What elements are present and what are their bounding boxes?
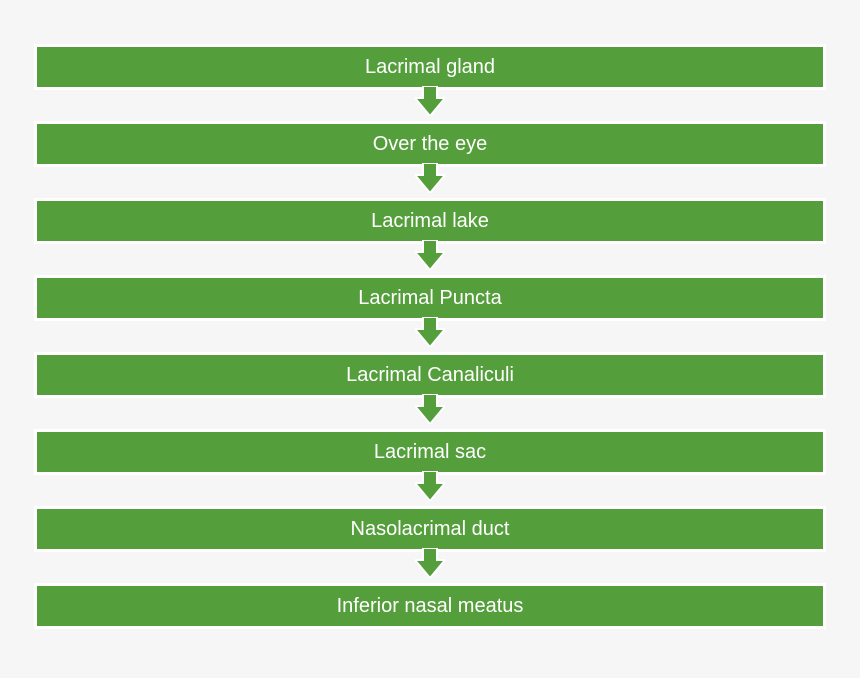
step-box: Lacrimal gland: [34, 44, 826, 90]
step-box: Lacrimal sac: [34, 429, 826, 475]
step-box: Lacrimal lake: [34, 198, 826, 244]
step-box: Over the eye: [34, 121, 826, 167]
down-arrow-icon: [415, 471, 445, 501]
down-arrow-icon: [415, 548, 445, 578]
down-arrow-icon: [415, 394, 445, 424]
down-arrow-icon: [415, 86, 445, 116]
step-box: Nasolacrimal duct: [34, 506, 826, 552]
step-box: Lacrimal Canaliculi: [34, 352, 826, 398]
down-arrow-icon: [415, 163, 445, 193]
down-arrow-icon: [415, 317, 445, 347]
down-arrow-icon: [415, 240, 445, 270]
step-box: Lacrimal Puncta: [34, 275, 826, 321]
step-box: Inferior nasal meatus: [34, 583, 826, 629]
